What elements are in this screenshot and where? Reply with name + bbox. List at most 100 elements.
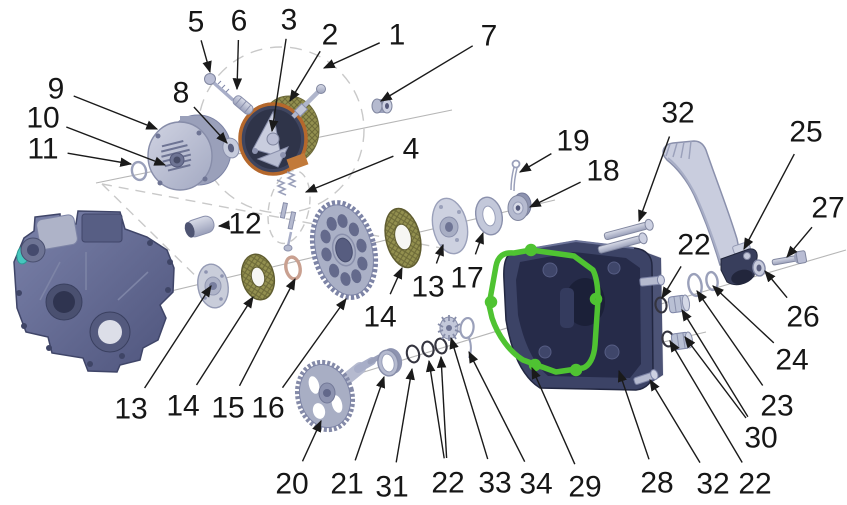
friction-disc-14a	[240, 253, 276, 301]
pressure-plate-13b	[431, 197, 469, 255]
leader-line-15	[238, 277, 296, 387]
callout-number-26: 26	[786, 301, 819, 334]
leader-line-1	[322, 42, 380, 69]
callout-number-21: 21	[330, 468, 363, 501]
leader-line-22	[661, 266, 682, 300]
callout-number-22: 22	[738, 468, 771, 501]
leader-line-32	[638, 136, 671, 223]
bolt-5	[204, 73, 235, 102]
case-boss-cylinder	[36, 214, 78, 250]
idler-gear-33	[437, 315, 461, 341]
leader-line-13	[434, 243, 444, 264]
leader-line-26	[764, 270, 788, 299]
callout-number-13: 13	[114, 393, 147, 426]
leader-line-11	[67, 152, 133, 167]
callout-number-4: 4	[403, 133, 420, 166]
leader-line-13	[144, 285, 212, 389]
leader-line-9	[73, 95, 159, 130]
leader-line-6	[232, 39, 243, 91]
leader-line-16	[281, 298, 347, 389]
callout-number-5: 5	[188, 6, 205, 39]
kick-lever-25	[662, 140, 758, 286]
kick-shaft-group	[294, 315, 475, 433]
callout-number-25: 25	[789, 116, 822, 149]
leader-line-18	[528, 181, 581, 208]
leader-line-17	[474, 231, 484, 255]
clutch-assembly	[238, 84, 326, 176]
leader-line-24	[712, 285, 775, 344]
kick-lever-group	[662, 140, 808, 286]
callout-number-33: 33	[478, 467, 511, 500]
leader-line-23	[696, 290, 764, 386]
friction-disc-14b	[384, 207, 422, 269]
leader-line-30	[684, 336, 747, 419]
leader-line-14	[389, 266, 403, 295]
hub-nut-18	[507, 192, 532, 221]
oring-22-upper	[654, 296, 668, 314]
leader-line-25	[743, 153, 795, 251]
crankcase-half	[13, 210, 175, 373]
gear-stack	[197, 159, 532, 309]
leader-line-30	[681, 308, 749, 418]
callout-number-28: 28	[640, 467, 673, 500]
spring-kit-dashed-oval	[267, 169, 311, 245]
callout-number-8: 8	[173, 77, 190, 110]
callout-number-17: 17	[450, 262, 483, 295]
nut-7	[371, 98, 393, 114]
oring-31	[405, 344, 421, 364]
leader-line-10	[66, 126, 167, 166]
callout-number-29: 29	[568, 471, 601, 504]
washer-17	[474, 196, 504, 236]
leader-line-5	[200, 40, 212, 74]
cover-bolt-32-right	[639, 274, 665, 287]
clutch-drum-group	[130, 114, 240, 191]
leader-line-21	[354, 375, 386, 461]
leader-line-2	[289, 50, 321, 103]
callout-number-11: 11	[27, 133, 58, 166]
leader-line-22	[669, 339, 743, 463]
washer-26	[752, 259, 766, 277]
callout-number-20: 20	[275, 468, 308, 501]
callout-number-18: 18	[586, 155, 619, 188]
collar-21	[377, 348, 403, 377]
leader-line-33	[449, 336, 489, 460]
cover-bolt-32-bottom	[633, 369, 659, 385]
callout-number-16: 16	[251, 392, 284, 425]
leader-line-19	[518, 152, 552, 173]
plug-30a	[667, 294, 691, 314]
leader-line-34	[468, 350, 526, 463]
kick-sector-gear-20	[294, 352, 384, 433]
leader-line-3	[268, 38, 287, 133]
cover-gasket-29	[484, 243, 603, 377]
callout-number-32: 32	[661, 97, 694, 130]
leader-line-4	[304, 155, 394, 193]
callout-number-13: 13	[411, 271, 444, 304]
callout-number-14: 14	[166, 390, 199, 423]
case-boss-block	[81, 213, 123, 243]
callout-number-2: 2	[322, 19, 339, 52]
leader-line-22	[425, 359, 445, 459]
callout-number-32: 32	[696, 468, 729, 501]
bushing-12	[184, 215, 215, 238]
callout-number-7: 7	[481, 20, 498, 53]
callout-number-3: 3	[281, 4, 298, 37]
callout-number-30: 30	[744, 422, 777, 455]
callout-number-9: 9	[48, 73, 65, 106]
oring-11	[130, 160, 148, 182]
callout-number-15: 15	[211, 392, 244, 425]
loose-bolts-32	[597, 218, 654, 254]
primary-gear-16	[309, 200, 379, 300]
leader-line-7	[379, 45, 474, 102]
leader-line-22	[436, 355, 448, 459]
oring-22b	[434, 337, 448, 355]
callout-number-23: 23	[760, 390, 793, 423]
sleeve-6	[232, 95, 254, 115]
callout-number-12: 12	[228, 208, 261, 241]
callout-number-27: 27	[811, 192, 844, 225]
callout-number-22: 22	[431, 467, 464, 500]
leader-line-14	[195, 295, 254, 386]
callout-number-10: 10	[26, 102, 59, 135]
orange-pad	[286, 152, 309, 171]
